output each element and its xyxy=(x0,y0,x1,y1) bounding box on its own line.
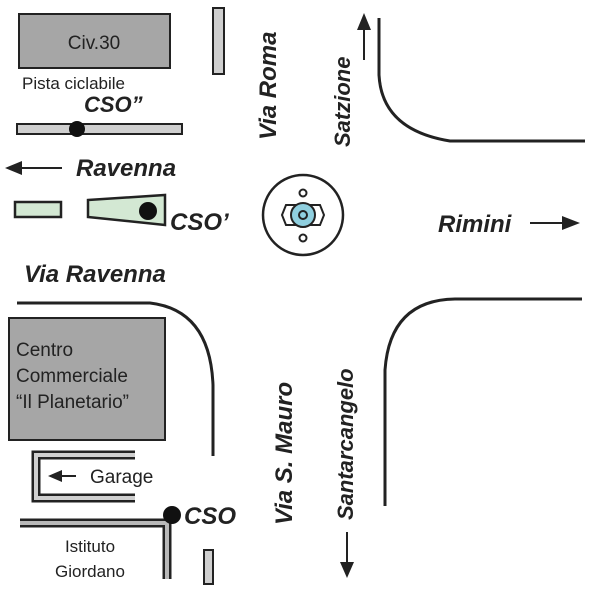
cso-marker xyxy=(163,506,181,524)
roundabout xyxy=(261,173,345,257)
santarcangelo-label: Santarcangelo xyxy=(333,368,358,520)
rimini-label: Rimini xyxy=(438,211,513,238)
pista-ciclabile-label: Pista ciclabile xyxy=(22,74,125,93)
cso-single-label: CSO’ xyxy=(170,209,229,236)
istituto-line2: Giordano xyxy=(55,562,125,581)
road-curb-top-right xyxy=(377,18,585,143)
garage: Garage xyxy=(31,450,153,503)
bike-lane-bar xyxy=(16,123,183,135)
satzione-label: Satzione xyxy=(330,57,355,147)
istituto-wall xyxy=(20,518,172,579)
ravenna-label: Ravenna xyxy=(76,155,176,182)
centro-line3: “Il Planetario” xyxy=(16,392,129,413)
cso-double-marker xyxy=(69,121,85,137)
cso-double-label: CSO” xyxy=(84,92,143,117)
arrow-left-icon xyxy=(5,161,22,175)
civ30-label: Civ.30 xyxy=(68,33,120,54)
centro-line2: Commerciale xyxy=(16,366,128,387)
bottom-bar xyxy=(203,549,214,585)
arrow-left-icon xyxy=(48,470,62,482)
cso-single-marker xyxy=(139,202,157,220)
road-curb-bottom-left xyxy=(17,301,215,456)
centro-line1: Centro xyxy=(16,340,73,361)
building-civ30: Civ.30 xyxy=(18,13,171,69)
building-centro-commerciale: Centro Commerciale “Il Planetario” xyxy=(8,317,166,441)
via-roma-label: Via Roma xyxy=(255,32,282,140)
istituto-line1: Istituto xyxy=(65,537,115,556)
cso-label: CSO xyxy=(184,503,236,530)
via-s-mauro-label: Via S. Mauro xyxy=(271,382,298,525)
arrow-down-icon xyxy=(340,562,354,578)
via-roma-bar xyxy=(212,7,225,75)
rimini-direction: Rimini xyxy=(438,211,580,238)
green-island-small xyxy=(13,200,63,219)
arrow-right-icon xyxy=(562,216,580,230)
arrow-up-icon xyxy=(357,13,371,30)
via-ravenna-label: Via Ravenna xyxy=(24,261,166,288)
road-curb-bottom-right xyxy=(383,297,582,506)
garage-label: Garage xyxy=(90,467,153,488)
ravenna-direction: Ravenna xyxy=(5,155,176,182)
